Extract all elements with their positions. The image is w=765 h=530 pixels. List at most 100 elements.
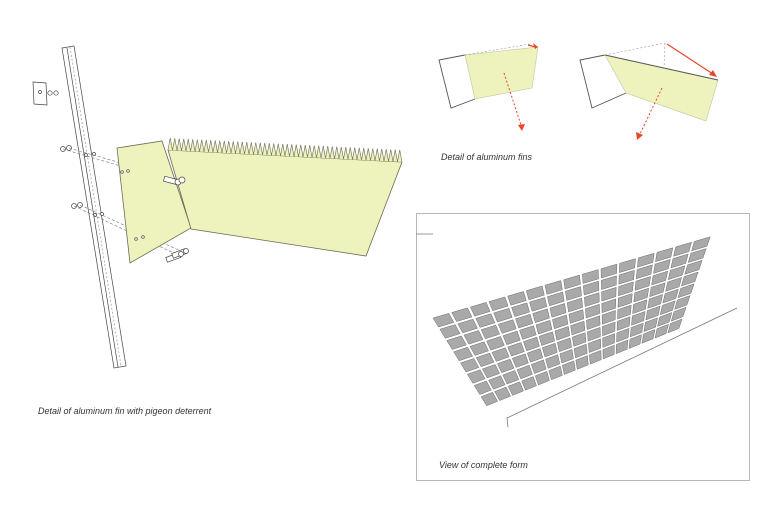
fin-panel xyxy=(584,292,600,307)
fin-panel xyxy=(548,365,563,381)
caption-fin-detail: Detail of aluminum fin with pigeon deter… xyxy=(38,406,212,416)
fin-panel xyxy=(507,342,525,357)
fin-panel xyxy=(618,281,634,297)
fin-panel xyxy=(488,375,506,390)
fin-panel xyxy=(498,319,517,334)
fin-panel xyxy=(677,283,695,299)
caption-fins: Detail of aluminum fins xyxy=(441,152,533,162)
fin-panel xyxy=(451,307,473,322)
fin-panel xyxy=(654,323,669,339)
fin-panel xyxy=(526,285,545,301)
fin-panel xyxy=(453,346,473,362)
fin-panel xyxy=(527,348,544,363)
fin-panel xyxy=(617,293,633,308)
fin-panel xyxy=(439,324,461,339)
fin-panel xyxy=(617,304,632,320)
fin-panel xyxy=(645,305,661,321)
complete-form-frame xyxy=(416,213,750,481)
fin-panel xyxy=(516,364,533,380)
fin-panel xyxy=(681,271,699,287)
fin-panel xyxy=(538,331,555,346)
fin-panel xyxy=(460,358,480,373)
spike-row xyxy=(167,138,403,163)
fin-panel xyxy=(616,327,630,343)
fin-panel xyxy=(601,310,616,325)
fin-panel xyxy=(582,269,599,284)
fin-panel xyxy=(552,314,569,330)
fin-panel xyxy=(600,263,618,279)
fin-panel xyxy=(482,364,500,379)
fin-panel xyxy=(557,337,572,352)
fin-panel xyxy=(515,313,534,329)
fin-panel xyxy=(653,259,671,274)
fin-panel xyxy=(637,252,655,268)
fin-panel xyxy=(665,277,683,292)
fin-panel xyxy=(649,282,666,298)
fin-panel xyxy=(647,294,664,309)
fin-panel xyxy=(619,258,636,273)
fin-panel xyxy=(655,247,674,263)
fin-panel xyxy=(457,318,478,334)
fin-panel xyxy=(632,299,648,314)
fin-panel xyxy=(662,288,679,304)
fin-panel xyxy=(601,286,617,302)
fin-panel xyxy=(486,336,505,351)
fin-panel xyxy=(565,286,582,301)
fin-open xyxy=(579,42,719,140)
fin-panel xyxy=(559,349,574,364)
fin-panel xyxy=(585,303,600,319)
fin-panel xyxy=(469,341,489,356)
fin-panel xyxy=(549,303,567,318)
fin-panel xyxy=(532,308,550,323)
fin-panel xyxy=(651,270,669,286)
bolts xyxy=(120,169,189,263)
fin-panel xyxy=(480,324,500,340)
fin-panel xyxy=(547,291,565,307)
fin-panel xyxy=(670,306,687,322)
fin-panel xyxy=(529,297,548,312)
fin-panel xyxy=(583,280,600,296)
fin-panel xyxy=(667,318,683,334)
fin-panel xyxy=(659,300,676,316)
fin-panel xyxy=(545,354,561,369)
mullion-post xyxy=(61,45,127,369)
fin-panel xyxy=(670,253,689,269)
fin-panel xyxy=(473,380,492,395)
fin-panel xyxy=(691,236,711,252)
fin-panel xyxy=(575,355,589,370)
fin-panel xyxy=(667,265,686,281)
fin-panel xyxy=(634,276,651,291)
fin-panel xyxy=(588,338,602,353)
aluminum-fin xyxy=(116,140,403,264)
fin-panel xyxy=(562,360,576,375)
fin-panel xyxy=(643,317,658,333)
fin-panel xyxy=(628,334,642,349)
fin-panel xyxy=(511,302,530,317)
fin-panel xyxy=(467,369,486,384)
fin-panel xyxy=(519,325,537,340)
fin-panel xyxy=(534,371,550,386)
fin-panel xyxy=(618,269,635,285)
fin-panel xyxy=(641,329,656,344)
fin-panel xyxy=(631,311,646,326)
fin-panel xyxy=(494,386,511,401)
bracket-part xyxy=(32,81,59,106)
fin-panel xyxy=(572,332,587,347)
fin-panel xyxy=(657,312,673,327)
fin-panel xyxy=(602,344,615,360)
fin-panel xyxy=(568,309,585,324)
fin-panel xyxy=(635,264,653,280)
fin-panel xyxy=(497,358,515,374)
fin-panel xyxy=(586,315,601,330)
fin-panel xyxy=(589,350,602,365)
fin-panel xyxy=(601,298,617,314)
fin-panel xyxy=(502,370,520,385)
pigeon-deterrent-spikes xyxy=(167,138,403,163)
fin-panel xyxy=(687,248,707,263)
fin-panel xyxy=(570,320,586,336)
fin-panel xyxy=(633,287,650,303)
fin-panel xyxy=(602,321,616,337)
